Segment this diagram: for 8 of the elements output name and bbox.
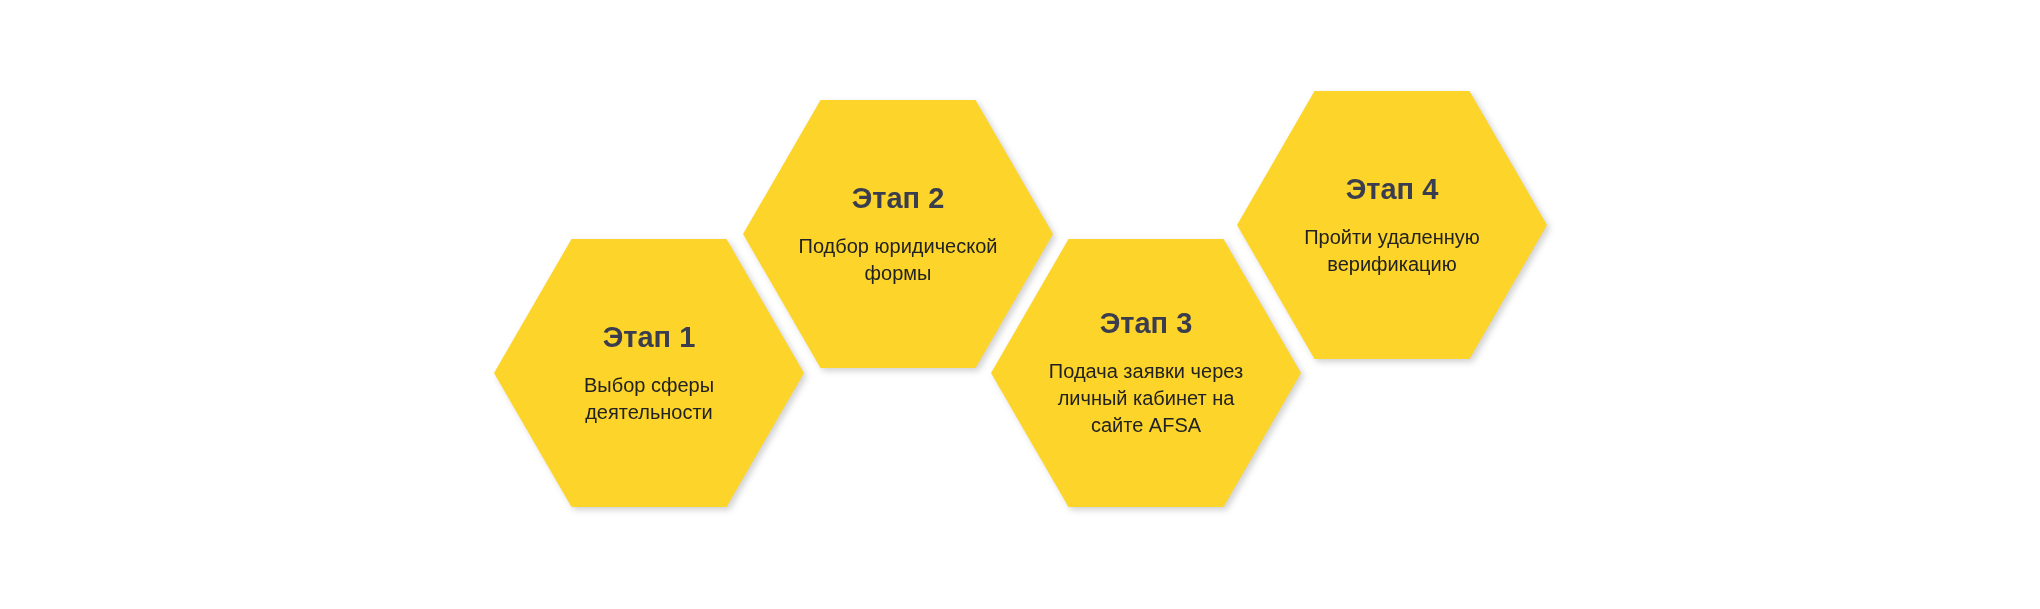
stage-heading: Этап 2 bbox=[851, 181, 945, 215]
stage-heading: Этап 1 bbox=[602, 320, 696, 354]
stage-heading: Этап 3 bbox=[1099, 307, 1193, 340]
stage-description: Подбор юридической формы bbox=[797, 233, 999, 286]
stage-description: Подача заявки через личный кабинет на сайте AFSA bbox=[1047, 359, 1245, 438]
stage-description: Выбор сферы деятельности bbox=[582, 372, 716, 425]
stage-description: Пройти удаленную верификацию bbox=[1303, 224, 1481, 277]
stage-heading: Этап 4 bbox=[1345, 172, 1439, 206]
